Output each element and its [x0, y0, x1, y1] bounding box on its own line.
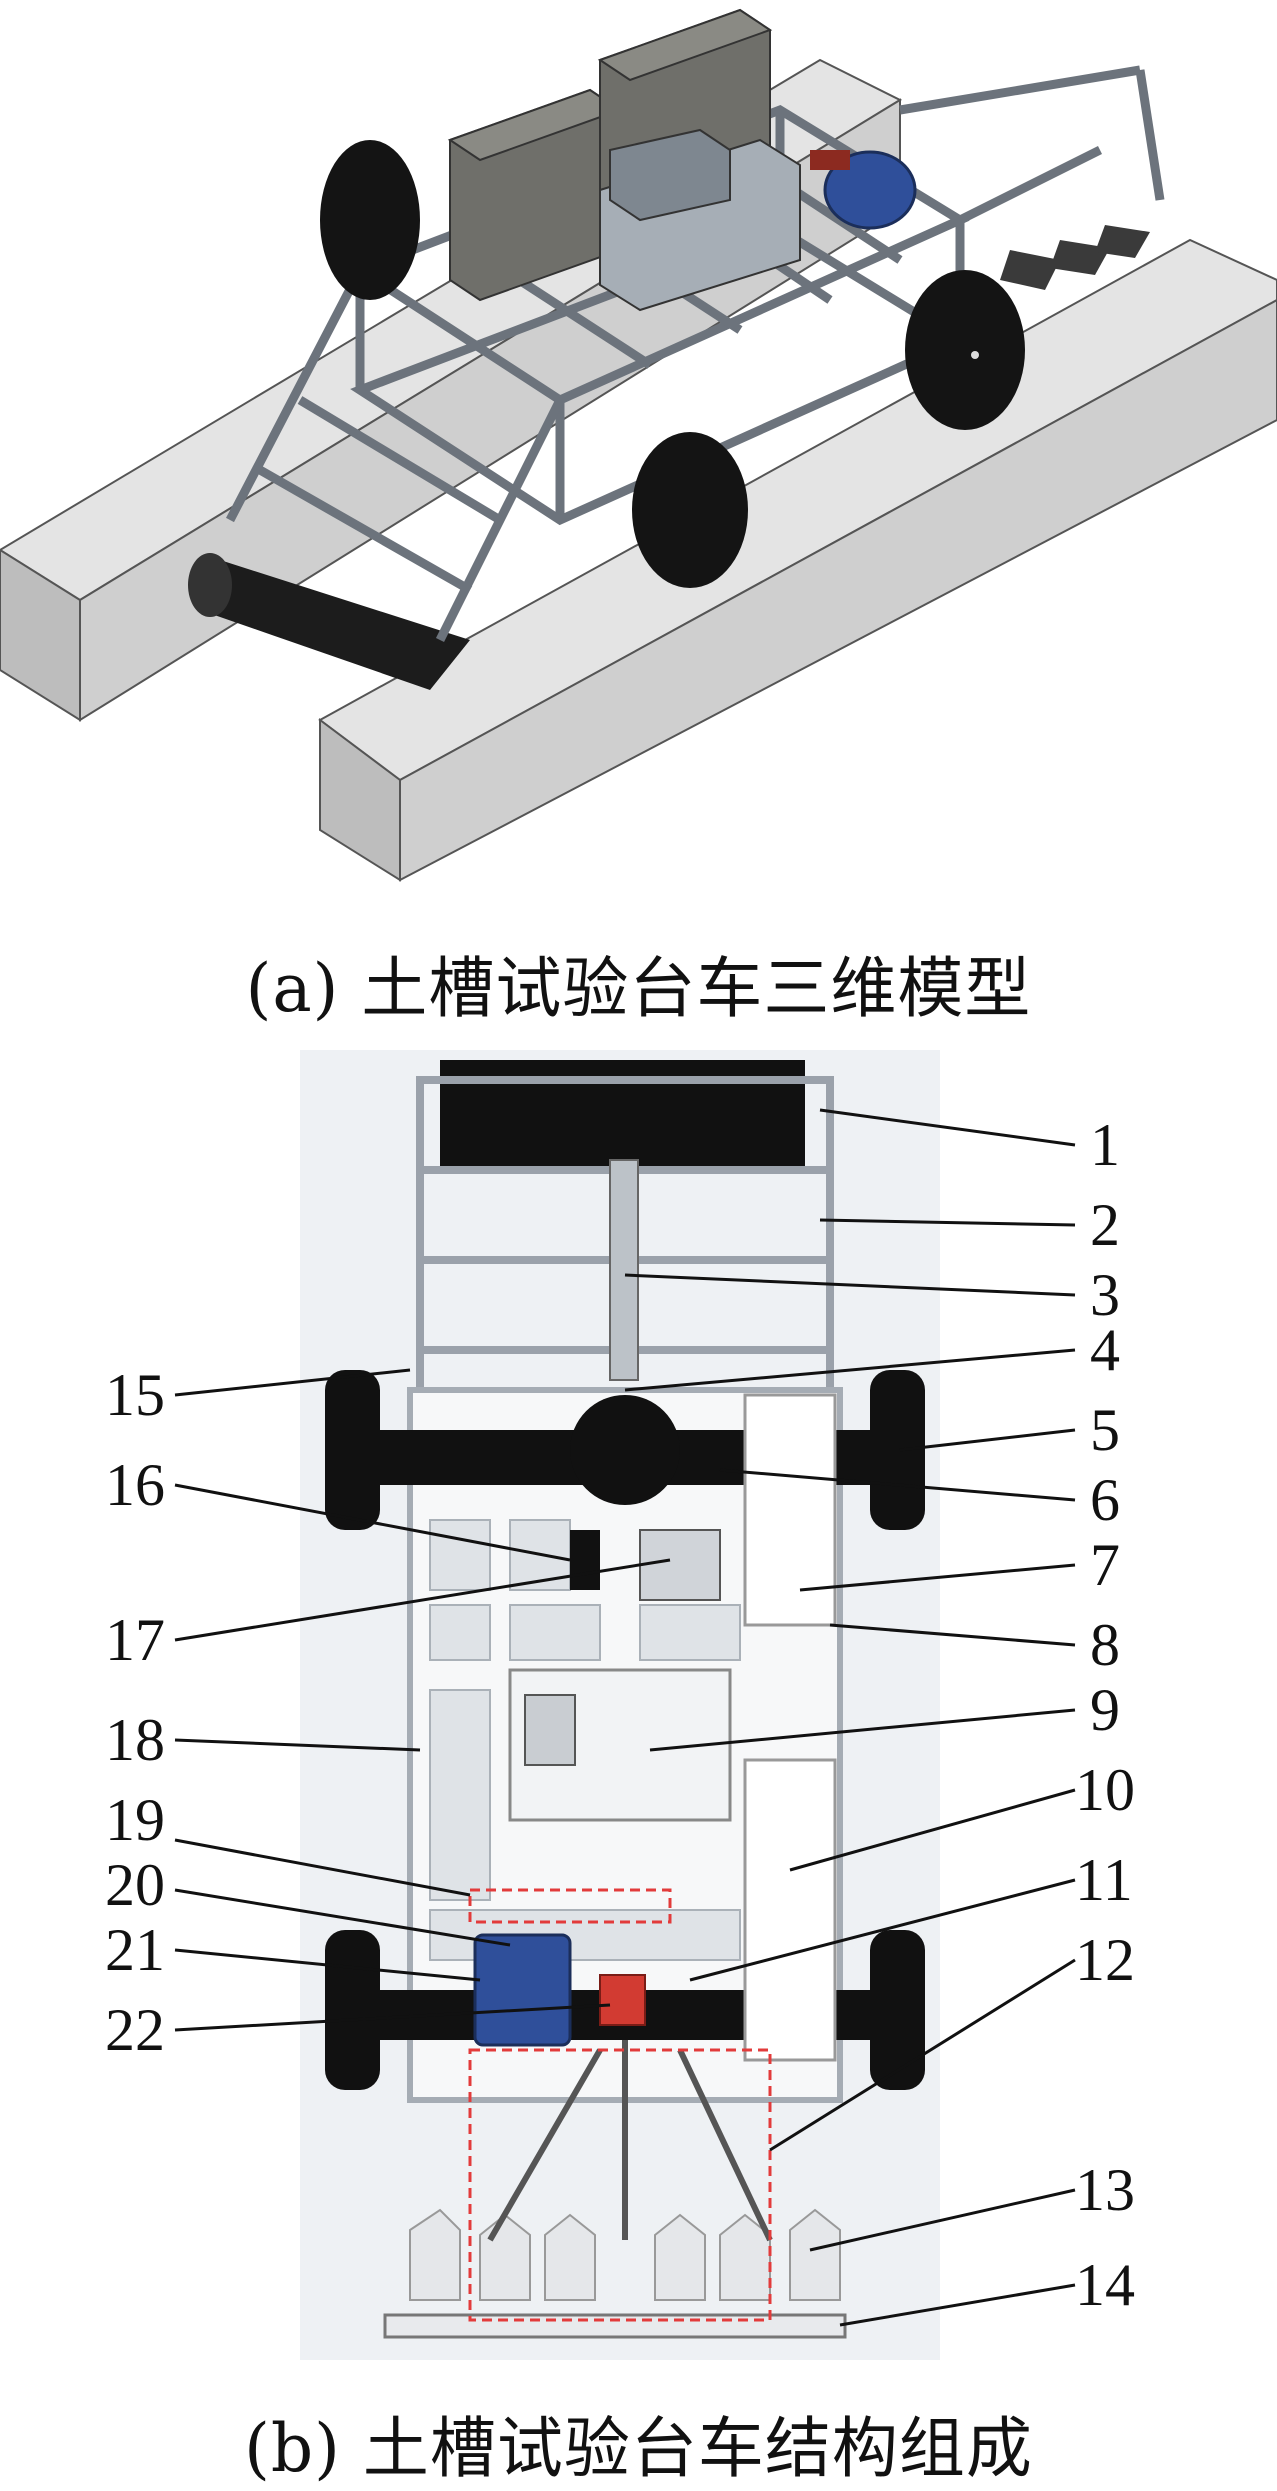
part-number-8: 8: [1090, 1612, 1120, 1678]
control-boxes-top: [743, 1393, 837, 2062]
part-number-4: 4: [1090, 1317, 1120, 1383]
part-number-21: 21: [105, 1917, 165, 1983]
part-numbers-left: 15 16 17 18 19 20 21 22: [105, 1362, 165, 2063]
panel-b-caption: (b) 土槽试验台车结构组成: [0, 2395, 1277, 2491]
part-number-6: 6: [1090, 1467, 1120, 1533]
valve-top: [639, 1529, 721, 1601]
part-number-14: 14: [1075, 2252, 1135, 2318]
blue-motor: [810, 150, 917, 230]
panel-b-top-view: 1 2 3 4 5 6 7 8 9 10 11 12 13 14 15 16 1…: [105, 1050, 1135, 2360]
hydraulic-unit: [599, 128, 801, 312]
part-number-7: 7: [1090, 1532, 1120, 1598]
panel-a-label: (a): [245, 950, 340, 1027]
part-number-3: 3: [1090, 1262, 1120, 1328]
part-number-22: 22: [105, 1997, 165, 2063]
part-number-18: 18: [105, 1707, 165, 1773]
panel-b-caption-text: 土槽试验台车结构组成: [362, 2410, 1033, 2487]
part-number-15: 15: [105, 1362, 165, 1428]
part-number-12: 12: [1075, 1927, 1135, 1993]
highlight-box-12: [468, 2048, 772, 2322]
part-number-19: 19: [105, 1787, 165, 1853]
rear-linkage: [487, 2040, 773, 2242]
blue-motor-top: [473, 1933, 572, 2047]
part-number-1: 1: [1090, 1112, 1120, 1178]
part-number-5: 5: [1090, 1397, 1120, 1463]
part-number-11: 11: [1075, 1847, 1133, 1913]
rear-plate-top: [383, 2313, 847, 2339]
leader-lines-left: [174, 1368, 671, 2032]
panel-a-caption-text: 土槽试验台车三维模型: [361, 950, 1032, 1027]
highlight-box-19: [468, 1888, 672, 1924]
part-number-2: 2: [1090, 1192, 1120, 1258]
wheels-3d: [320, 140, 1025, 588]
part-number-13: 13: [1075, 2157, 1135, 2223]
panel-b-label: (b): [244, 2410, 341, 2487]
red-gearbox-top: [599, 1974, 646, 2026]
wheels-top: [325, 1370, 925, 2090]
panel-a-3d-model: [0, 8, 1277, 882]
soil-bin-rail-right: [318, 238, 1277, 882]
cylinder-top: [570, 1530, 600, 1590]
rear-tines: [1000, 225, 1150, 290]
part-number-17: 17: [105, 1607, 165, 1673]
front-differential: [570, 1395, 680, 1505]
panel-a-caption: (a) 土槽试验台车三维模型: [0, 935, 1277, 1031]
part-number-9: 9: [1090, 1677, 1120, 1743]
part-number-20: 20: [105, 1852, 165, 1918]
part-number-10: 10: [1075, 1757, 1135, 1823]
pump-top: [524, 1694, 576, 1766]
front-roller: [188, 553, 470, 690]
part-numbers-right: 1 2 3 4 5 6 7 8 9 10 11 12 13 14: [1075, 1112, 1135, 2318]
part-number-16: 16: [105, 1452, 165, 1518]
leader-lines-right: [624, 1108, 1076, 2327]
